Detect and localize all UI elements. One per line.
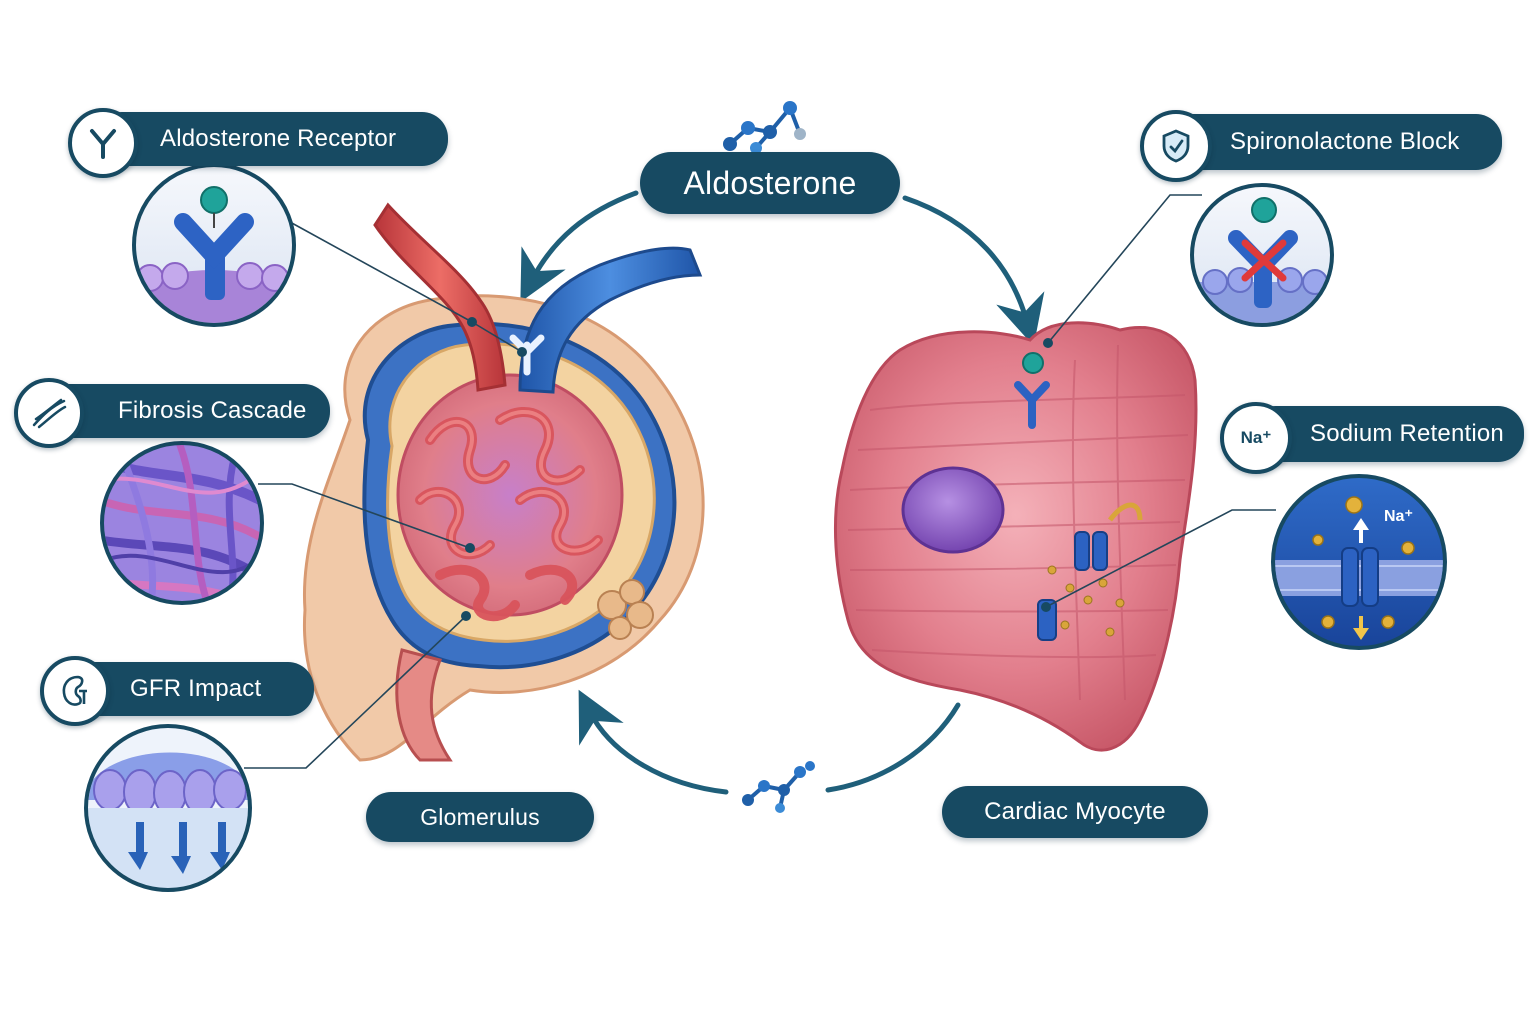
label-sodium-retention: Sodium Retention	[1250, 406, 1524, 462]
cycle-arrows	[520, 190, 1045, 795]
label-glomerulus: Glomerulus	[366, 792, 594, 842]
inset-receptor	[132, 163, 296, 327]
glomerulus-illustration	[302, 202, 705, 762]
inset-sodium-ion-label: Na⁺	[1384, 508, 1413, 525]
aldosterone-title-text: Aldosterone	[683, 164, 857, 201]
label-cardiac-myocyte-text: Cardiac Myocyte	[984, 798, 1166, 825]
label-spironolactone-block-text: Spironolactone Block	[1230, 128, 1460, 155]
label-gfr-impact: GFR Impact	[66, 662, 314, 716]
inset-fibrosis	[100, 441, 264, 605]
molecule-bottom	[742, 761, 815, 813]
label-aldosterone-receptor: Aldosterone Receptor	[96, 112, 448, 166]
sodium-ion-icon-text: Na⁺	[1240, 428, 1272, 447]
arrow-to-glomerulus	[520, 190, 639, 303]
myocyte-nucleus	[901, 466, 1005, 554]
label-spironolactone-block: Spironolactone Block	[1164, 114, 1502, 170]
vein-vessel	[518, 246, 703, 394]
myocyte-ion-channel	[1037, 502, 1143, 641]
label-aldosterone-receptor-text: Aldosterone Receptor	[160, 125, 397, 152]
label-glomerulus-text: Glomerulus	[420, 803, 540, 830]
myocyte-receptor	[1014, 352, 1050, 429]
arrow-to-molecule-bottom	[825, 702, 961, 793]
fibers-icon	[14, 378, 84, 448]
molecule-top	[723, 101, 806, 154]
myocyte-illustration	[833, 321, 1198, 752]
label-cardiac-myocyte: Cardiac Myocyte	[942, 786, 1208, 838]
label-fibrosis-cascade-text: Fibrosis Cascade	[118, 397, 307, 424]
receptor-icon	[68, 108, 138, 178]
label-gfr-impact-text: GFR Impact	[130, 675, 262, 702]
sodium-ion-icon: Na⁺	[1220, 402, 1292, 474]
label-fibrosis-cascade: Fibrosis Cascade	[42, 384, 330, 438]
inset-spironolactone	[1190, 183, 1334, 327]
arrow-back-to-glomerulus	[578, 689, 729, 795]
connector-lines	[244, 194, 1276, 769]
aldosterone-title: Aldosterone	[640, 152, 900, 214]
inset-gfr	[84, 724, 252, 892]
label-sodium-retention-text: Sodium Retention	[1310, 420, 1504, 447]
inset-sodium	[1271, 474, 1447, 650]
shield-icon	[1140, 110, 1212, 182]
artery-vessel	[373, 202, 507, 392]
kidney-icon	[40, 656, 110, 726]
myocyte-body	[833, 321, 1198, 752]
arrow-to-myocyte	[902, 195, 1045, 347]
